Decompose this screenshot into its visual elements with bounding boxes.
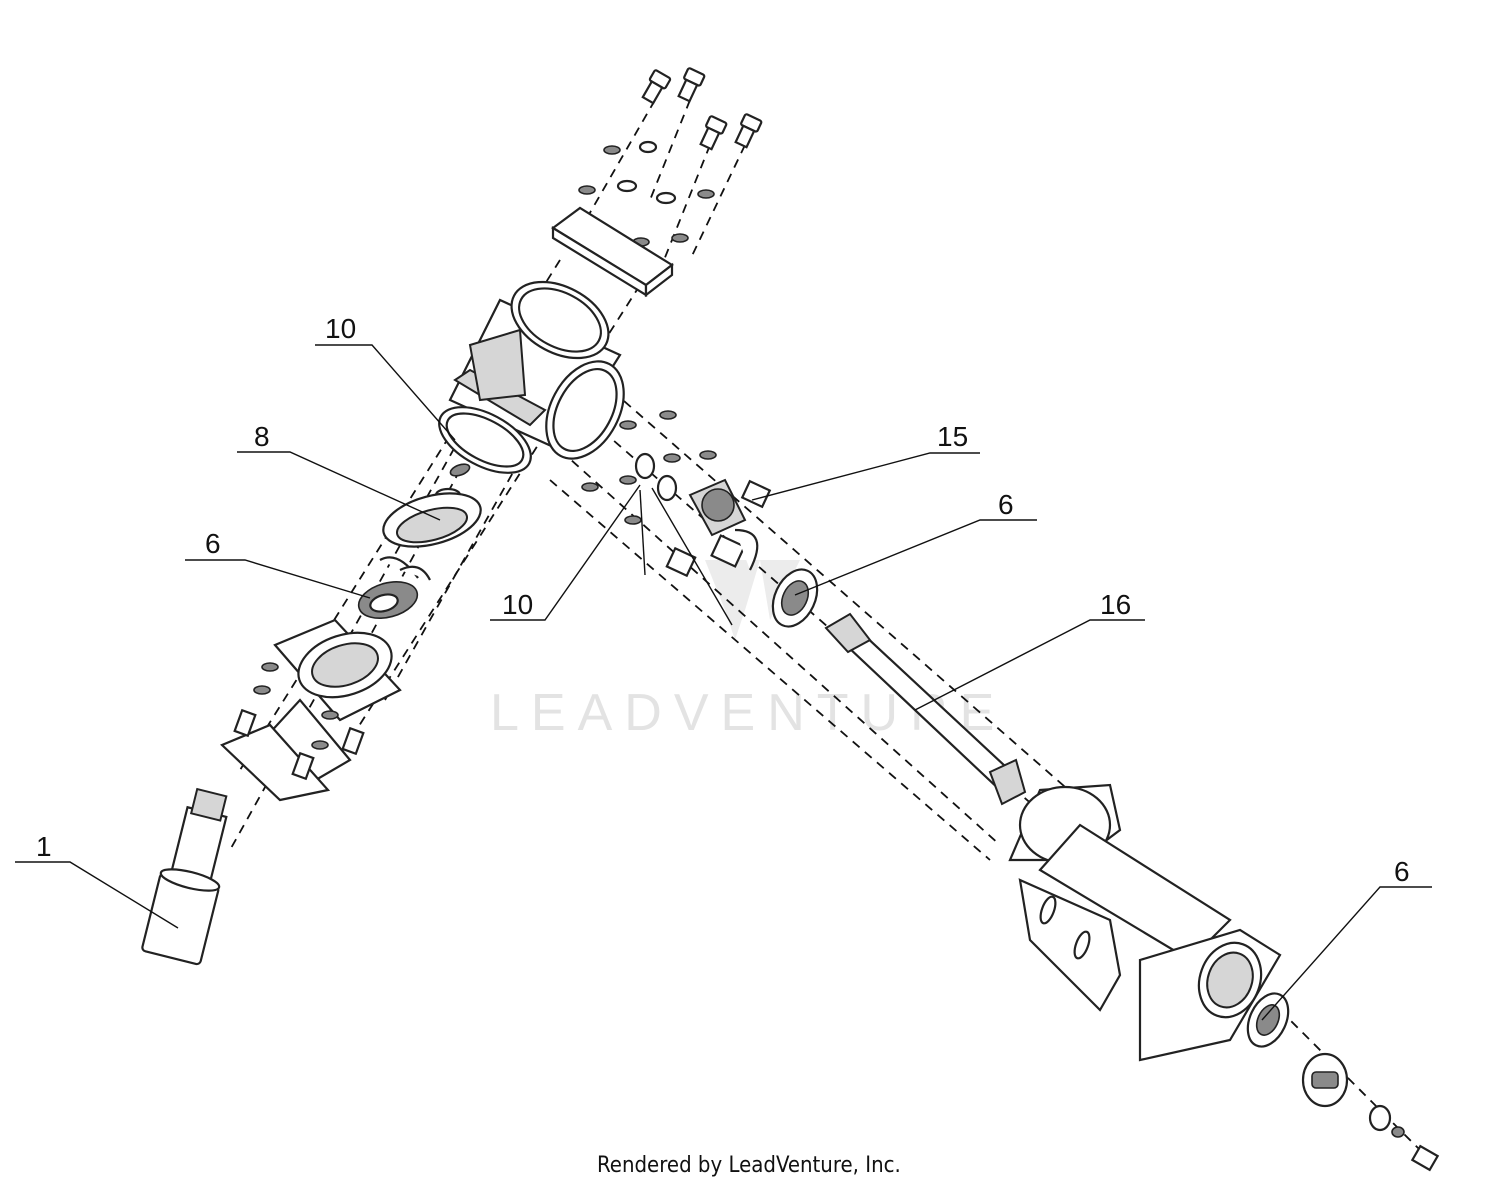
callout-15: 15 [937, 421, 968, 452]
end-nut [1301, 1052, 1440, 1172]
gear-assembly [581, 410, 772, 578]
end-bearing [1246, 992, 1290, 1048]
callout-1: 1 [36, 831, 52, 862]
mid-bearing [771, 568, 819, 628]
drive-shaft [824, 612, 1027, 806]
callout-6-left: 6 [205, 528, 221, 559]
callout-6-mid: 6 [998, 489, 1014, 520]
callout-8: 8 [254, 421, 270, 452]
callout-10-upper: 10 [325, 313, 356, 344]
callout-leaders [15, 344, 1432, 1021]
top-washers [578, 140, 715, 247]
input-shaft [141, 787, 228, 966]
tube-housing [1008, 783, 1282, 1062]
callout-10-lower: 10 [502, 589, 533, 620]
footer-credit: Rendered by LeadVenture, Inc. [597, 1153, 901, 1178]
left-bearing-stack [357, 463, 482, 619]
gearbox-housing [438, 280, 625, 474]
lower-housing [220, 618, 402, 802]
callout-6-right: 6 [1394, 856, 1410, 887]
callout-16: 16 [1100, 589, 1131, 620]
top-bolts [641, 67, 763, 151]
